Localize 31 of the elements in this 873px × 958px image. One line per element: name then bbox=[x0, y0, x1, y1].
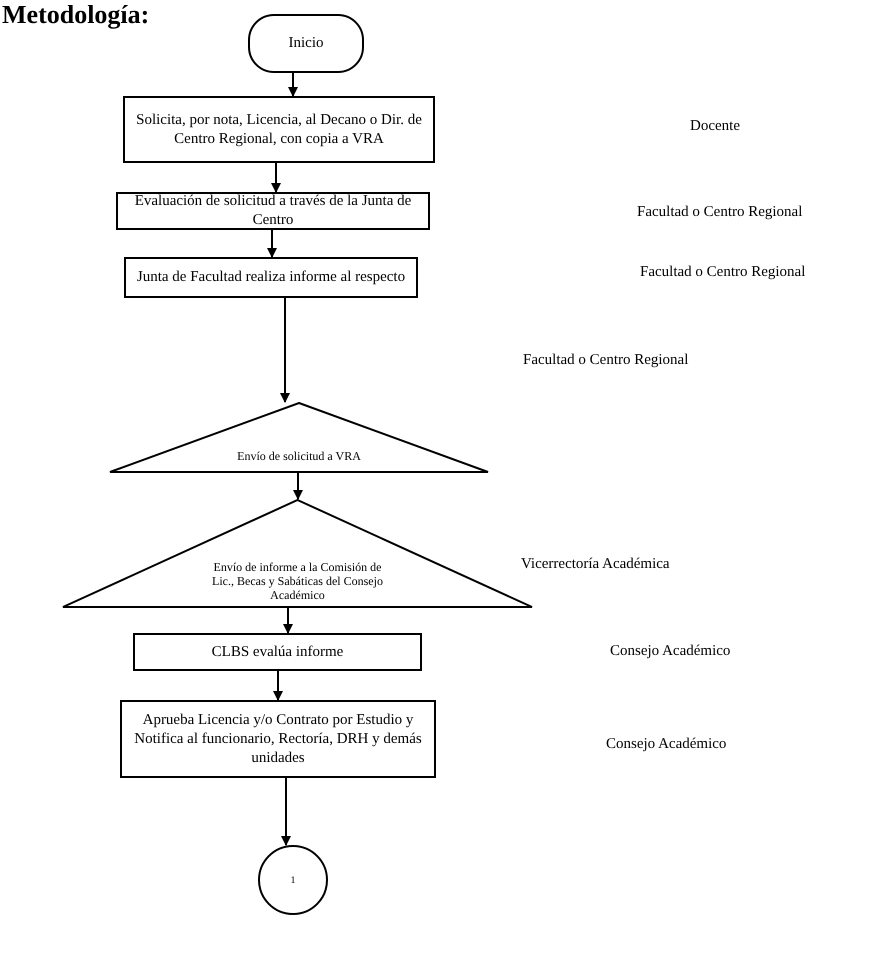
step-text: 1 bbox=[290, 874, 296, 888]
step-text: Aprueba Licencia y/o Contrato por Estudio y Notifica al funcionario, Rectoría, DRH y demás unidades bbox=[133, 710, 423, 768]
arrow bbox=[281, 778, 291, 846]
arrow bbox=[280, 298, 290, 403]
step-text: Envío de solicitud a VRA bbox=[236, 449, 362, 463]
role-label: Vicerrectoría Académica bbox=[521, 556, 670, 573]
triangle-shape bbox=[109, 402, 489, 473]
step-text: Evaluación de solicitud a través de la Junta de Centro bbox=[134, 192, 412, 230]
role-label: Facultad o Centro Regional bbox=[637, 204, 802, 221]
step-text: Inicio bbox=[288, 34, 324, 53]
heading: Metodología: bbox=[2, 0, 150, 30]
role-label: Consejo Académico bbox=[606, 736, 726, 753]
process-box bbox=[123, 96, 435, 163]
role-label: Facultad o Centro Regional bbox=[640, 264, 806, 281]
start-terminal bbox=[248, 14, 364, 73]
arrow bbox=[267, 230, 277, 258]
role-label: Consejo Académico bbox=[610, 643, 730, 660]
process-box bbox=[133, 633, 422, 671]
step-text: Junta de Facultad realiza informe al respecto bbox=[136, 268, 406, 287]
step-text: CLBS evalúa informe bbox=[212, 642, 344, 662]
process-box bbox=[120, 700, 436, 778]
step-text: Solicita, por nota, Licencia, al Decano o Dir. de Centro Regional, con copia a VRA bbox=[135, 110, 423, 148]
role-label: Facultad o Centro Regional bbox=[523, 352, 688, 369]
arrow bbox=[273, 671, 283, 701]
arrow bbox=[283, 608, 293, 634]
arrow bbox=[271, 163, 281, 193]
role-label: Docente bbox=[690, 118, 740, 135]
step-text: Envío de informe a la Comisión de Lic., Becas y Sabáticas del Consejo Académico bbox=[211, 560, 384, 602]
process-box bbox=[124, 257, 418, 298]
arrow bbox=[293, 473, 303, 500]
arrow bbox=[288, 73, 298, 97]
